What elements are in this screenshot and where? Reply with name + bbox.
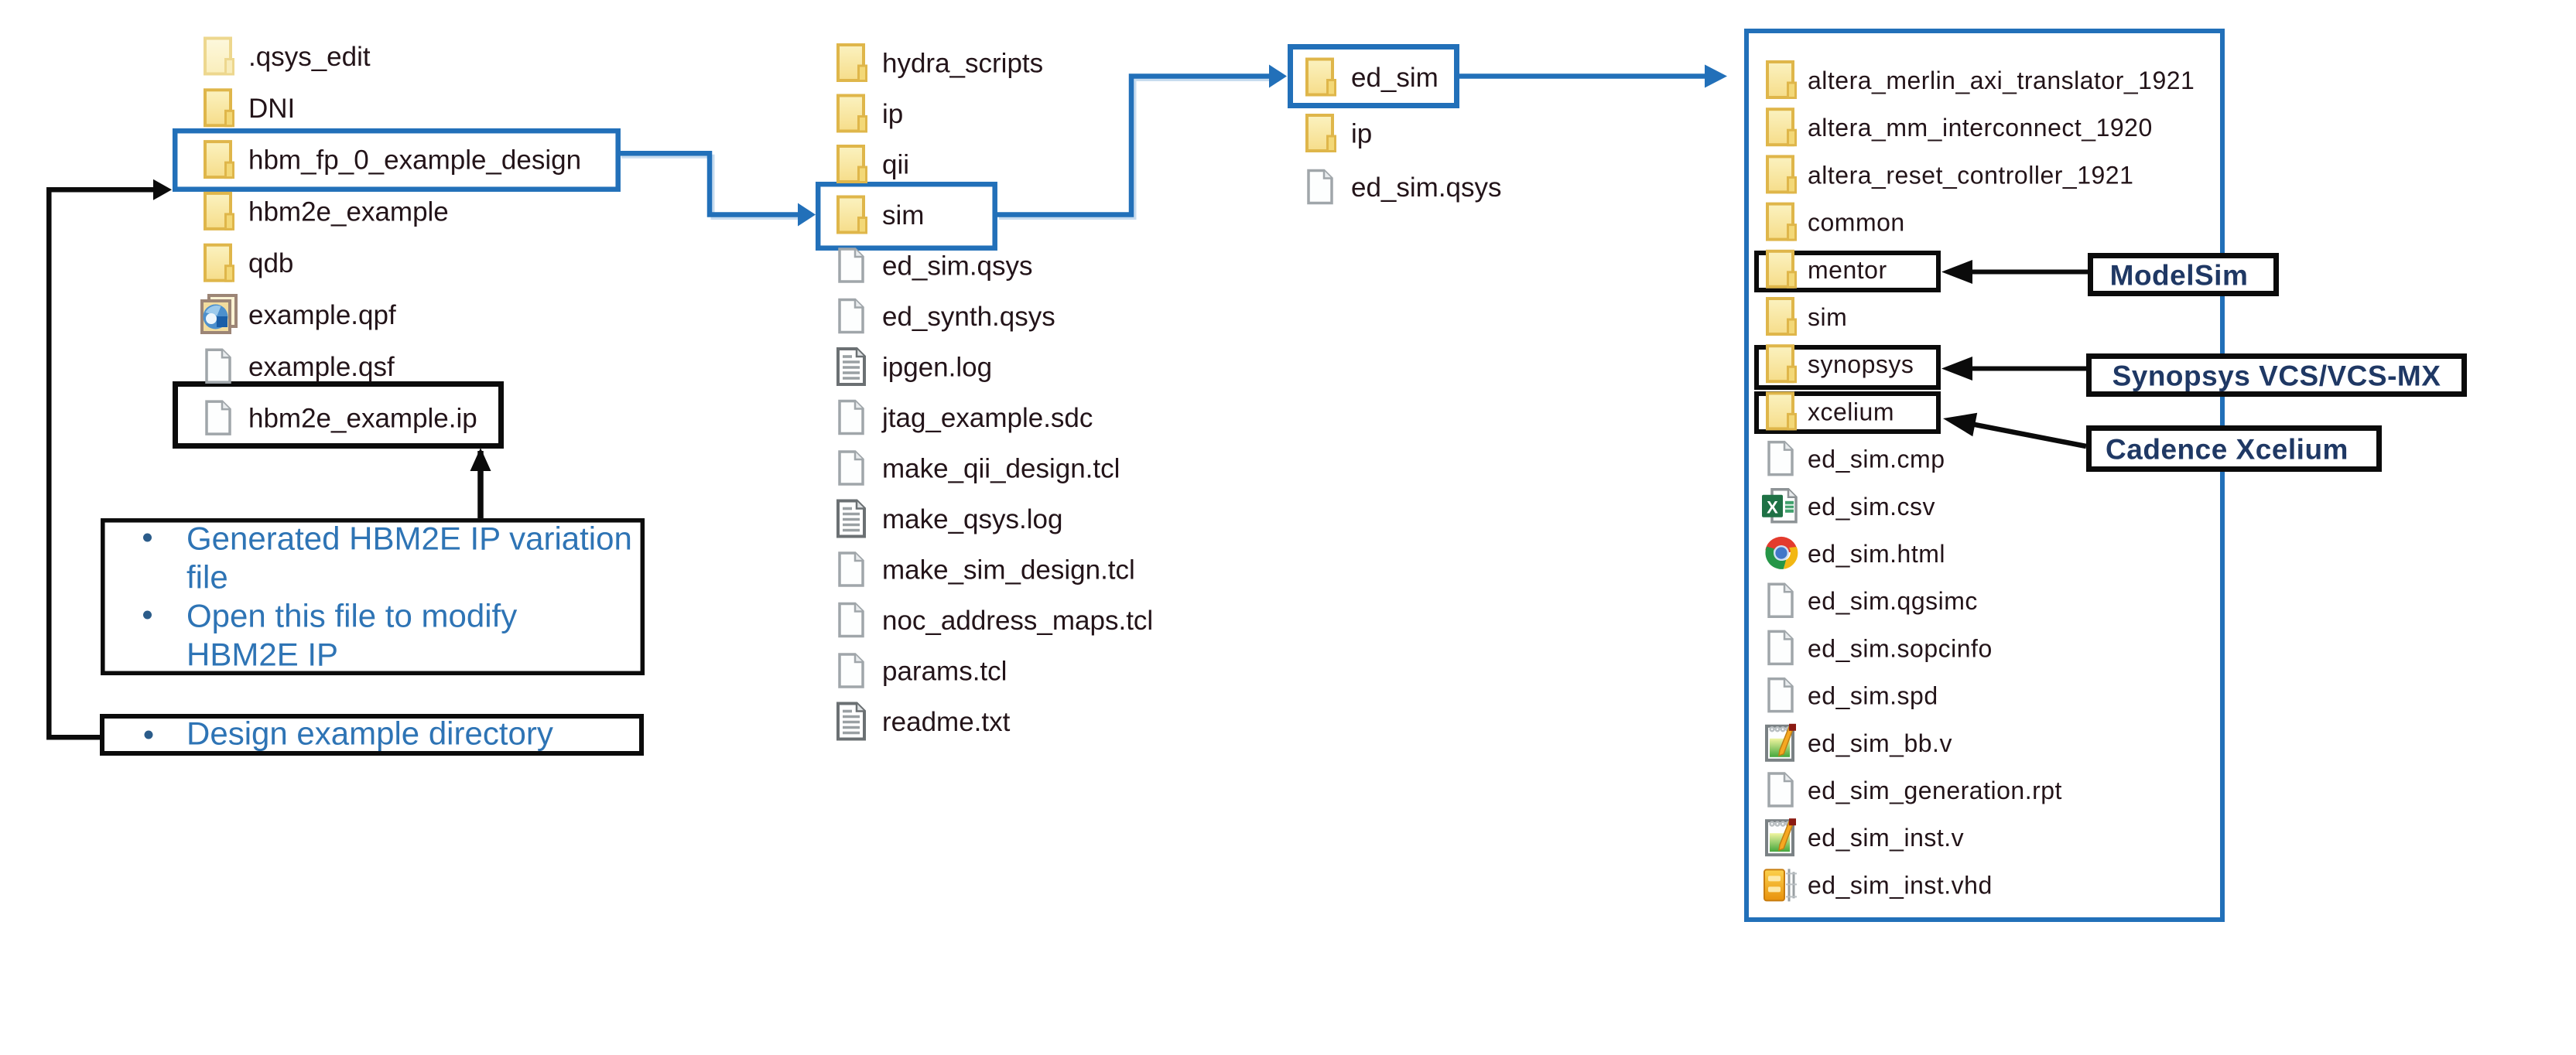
svg-text:ModelSim: ModelSim: [2110, 260, 2249, 292]
svg-text:make_qsys.log: make_qsys.log: [882, 504, 1062, 534]
svg-text:Design example directory: Design example directory: [186, 715, 553, 752]
svg-text:ed_sim.qgsimc: ed_sim.qgsimc: [1808, 587, 1978, 615]
svg-text:ed_sim.html: ed_sim.html: [1808, 540, 1945, 568]
svg-text:file: file: [186, 559, 228, 596]
svg-text:ed_sim.cmp: ed_sim.cmp: [1808, 446, 1945, 473]
svg-text:ed_sim.csv: ed_sim.csv: [1808, 493, 1935, 521]
svg-text:hbm2e_example.ip: hbm2e_example.ip: [248, 404, 477, 434]
svg-text:qdb: qdb: [248, 248, 293, 278]
svg-text:make_qii_design.tcl: make_qii_design.tcl: [882, 454, 1120, 484]
svg-text:Cadence Xcelium: Cadence Xcelium: [2106, 434, 2349, 466]
svg-text:noc_address_maps.tcl: noc_address_maps.tcl: [882, 606, 1153, 636]
svg-text:ed_sim: ed_sim: [1351, 63, 1439, 93]
svg-text:altera_mm_interconnect_1920: altera_mm_interconnect_1920: [1808, 114, 2153, 142]
svg-text:ipgen.log: ipgen.log: [882, 353, 992, 383]
svg-text:xcelium: xcelium: [1808, 398, 1894, 425]
svg-text:example.qpf: example.qpf: [248, 300, 396, 330]
svg-text:make_sim_design.tcl: make_sim_design.tcl: [882, 555, 1135, 586]
svg-text:mentor: mentor: [1808, 256, 1887, 284]
svg-text:ed_sim_inst.vhd: ed_sim_inst.vhd: [1808, 871, 1993, 899]
svg-text:readme.txt: readme.txt: [882, 707, 1011, 737]
svg-text:ed_sim_bb.v: ed_sim_bb.v: [1808, 729, 1952, 757]
svg-text:.qsys_edit: .qsys_edit: [248, 42, 371, 72]
svg-text:ed_sim.qsys: ed_sim.qsys: [1351, 172, 1502, 203]
svg-text:HBM2E IP: HBM2E IP: [186, 637, 338, 673]
svg-text:ip: ip: [1351, 119, 1372, 149]
svg-text:params.tcl: params.tcl: [882, 657, 1007, 687]
svg-text:hbm_fp_0_example_design: hbm_fp_0_example_design: [248, 145, 581, 176]
svg-text:jtag_example.sdc: jtag_example.sdc: [881, 403, 1093, 433]
svg-text:ip: ip: [882, 99, 903, 129]
svg-text:hydra_scripts: hydra_scripts: [882, 49, 1043, 79]
svg-text:hbm2e_example: hbm2e_example: [248, 196, 449, 227]
svg-text:ed_synth.qsys: ed_synth.qsys: [882, 302, 1055, 332]
svg-text:Open this file to modify: Open this file to modify: [186, 598, 517, 634]
svg-text:Synopsys VCS/VCS-MX: Synopsys VCS/VCS-MX: [2112, 360, 2441, 392]
svg-text:altera_merlin_axi_translator_1: altera_merlin_axi_translator_1921: [1808, 67, 2195, 94]
svg-text:qii: qii: [882, 150, 909, 180]
svg-text:DNI: DNI: [248, 94, 295, 124]
svg-text:common: common: [1808, 209, 1905, 237]
svg-text:example.qsf: example.qsf: [248, 352, 395, 382]
svg-text:ed_sim.qsys: ed_sim.qsys: [882, 251, 1033, 282]
svg-text:synopsys: synopsys: [1808, 350, 1914, 378]
svg-text:ed_sim_generation.rpt: ed_sim_generation.rpt: [1808, 777, 2062, 804]
svg-text:ed_sim.sopcinfo: ed_sim.sopcinfo: [1808, 634, 1993, 662]
svg-text:sim: sim: [882, 200, 924, 230]
svg-text:altera_reset_controller_1921: altera_reset_controller_1921: [1808, 161, 2133, 189]
svg-text:ed_sim_inst.v: ed_sim_inst.v: [1808, 824, 1964, 852]
svg-text:ed_sim.spd: ed_sim.spd: [1808, 682, 1938, 710]
svg-text:Generated HBM2E IP variation: Generated HBM2E IP variation: [186, 521, 632, 557]
svg-text:sim: sim: [1808, 303, 1847, 331]
